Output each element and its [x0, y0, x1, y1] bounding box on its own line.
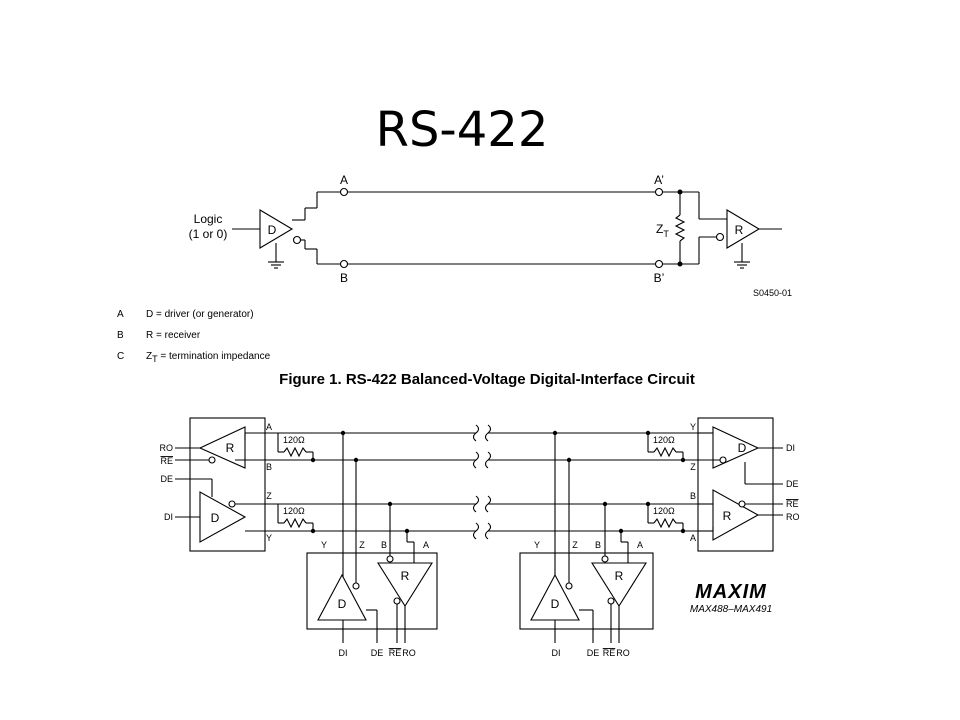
svg-text:D: D — [338, 597, 347, 611]
label-b-prime: B’ — [654, 271, 665, 285]
right-pin-re: RE — [786, 499, 799, 509]
svg-text:A: A — [266, 422, 272, 432]
legend-text-c: ZT = termination impedance — [146, 351, 271, 364]
svg-text:DE: DE — [587, 648, 600, 658]
left-resistor-top — [283, 446, 307, 458]
right-re-bubble — [738, 500, 746, 508]
driver-letter: D — [268, 223, 277, 237]
bottom-right-receiver-symbol — [591, 562, 647, 608]
right-pin-de: DE — [786, 479, 799, 489]
left-pin-de: DE — [160, 474, 173, 484]
svg-text:RE: RE — [389, 648, 402, 658]
left-pin-di: DI — [164, 512, 173, 522]
left-pin-ro: RO — [160, 443, 174, 453]
figure1-legend: A D = driver (or generator) B R = receiv… — [117, 309, 271, 364]
left-receiver-letter: R — [226, 441, 235, 455]
svg-text:B: B — [595, 540, 601, 550]
right-resistor-bottom — [653, 517, 677, 529]
left-re-bubble — [208, 456, 216, 464]
svg-text:RO: RO — [616, 648, 630, 658]
legend-text-a: D = driver (or generator) — [146, 309, 254, 320]
right-terminations: 120Ω 120Ω — [645, 430, 686, 534]
input-label-line2: (1 or 0) — [189, 227, 228, 241]
legend-key-a: A — [117, 309, 124, 320]
svg-text:R: R — [615, 569, 624, 583]
svg-text:Y: Y — [534, 540, 540, 550]
node-b-prime — [654, 259, 664, 269]
receiver-symbol — [726, 209, 761, 249]
svg-text:Z: Z — [572, 540, 578, 550]
figure1-circuit: Logic (1 or 0) D A B A’ B’ ZT — [189, 173, 792, 298]
left-terminations: 120Ω 120Ω — [277, 433, 316, 534]
maxim-logo: MAXIM — [695, 581, 767, 603]
right-transceiver: D R DI DE RE RO Y Z B A — [690, 417, 800, 552]
svg-text:Z: Z — [266, 491, 272, 501]
part-number: MAX488–MAX491 — [690, 604, 772, 615]
svg-text:DE: DE — [371, 648, 384, 658]
left-driver-letter: D — [211, 511, 220, 525]
bottom-left-receiver-symbol — [377, 562, 433, 608]
svg-text:Y: Y — [266, 533, 272, 543]
left-pin-re: RE — [160, 456, 173, 466]
right-driver-letter: D — [738, 441, 747, 455]
left-resistor-bottom-label: 120Ω — [283, 506, 305, 516]
driver-inverting-bubble — [292, 235, 302, 245]
svg-text:Z: Z — [690, 462, 696, 472]
receiver-letter: R — [735, 223, 744, 237]
legend-key-c: C — [117, 351, 124, 362]
bottom-left-driver-symbol — [317, 573, 367, 621]
driver-symbol — [259, 209, 294, 249]
svg-text:B: B — [690, 491, 696, 501]
node-b — [339, 259, 349, 269]
label-a: A — [340, 173, 348, 187]
slide-title: RS-422 — [375, 102, 549, 158]
svg-text:Z: Z — [359, 540, 365, 550]
svg-text:Y: Y — [690, 422, 696, 432]
figure-caption: Figure 1. RS-422 Balanced-Voltage Digita… — [279, 371, 695, 388]
left-receiver-symbol — [198, 426, 246, 469]
zt-label: ZT — [656, 222, 669, 239]
cable-break-marks — [472, 424, 492, 540]
label-a-prime: A’ — [654, 173, 664, 187]
svg-text:B: B — [266, 462, 272, 472]
svg-text:D: D — [551, 597, 560, 611]
right-resistor-bottom-label: 120Ω — [653, 506, 675, 516]
svg-text:A: A — [423, 540, 429, 550]
node-a — [339, 187, 349, 197]
receiver-inverting-bubble — [715, 232, 725, 242]
right-pin-ro: RO — [786, 512, 800, 522]
node-a-prime — [654, 187, 664, 197]
bottom-left-transceiver: D R Y Z B A DI DE RE RO — [306, 430, 438, 658]
svg-text:RO: RO — [402, 648, 416, 658]
bottom-right-transceiver: D R Y Z B A DI DE RE RO — [519, 430, 654, 658]
right-resistor-top — [653, 446, 677, 458]
right-pin-di: DI — [786, 443, 795, 453]
svg-text:Y: Y — [321, 540, 327, 550]
figure-code: S0450-01 — [753, 288, 792, 298]
left-resistor-bottom — [283, 517, 307, 529]
svg-text:A: A — [637, 540, 643, 550]
svg-text:R: R — [401, 569, 410, 583]
label-b: B — [340, 271, 348, 285]
right-resistor-top-label: 120Ω — [653, 435, 675, 445]
left-resistor-top-label: 120Ω — [283, 435, 305, 445]
figure2-network: R D RO RE DE DI A B Z Y — [160, 417, 800, 658]
termination-resistor — [674, 214, 686, 242]
svg-text:A: A — [690, 533, 696, 543]
svg-text:B: B — [381, 540, 387, 550]
svg-text:DI: DI — [552, 648, 561, 658]
right-receiver-symbol — [712, 489, 760, 541]
right-receiver-letter: R — [723, 509, 732, 523]
svg-text:RE: RE — [603, 648, 616, 658]
left-transceiver: R D RO RE DE DI A B Z Y — [160, 417, 272, 552]
svg-text:DI: DI — [339, 648, 348, 658]
input-label-line1: Logic — [194, 212, 223, 226]
legend-key-b: B — [117, 330, 124, 341]
legend-text-b: R = receiver — [146, 330, 201, 341]
